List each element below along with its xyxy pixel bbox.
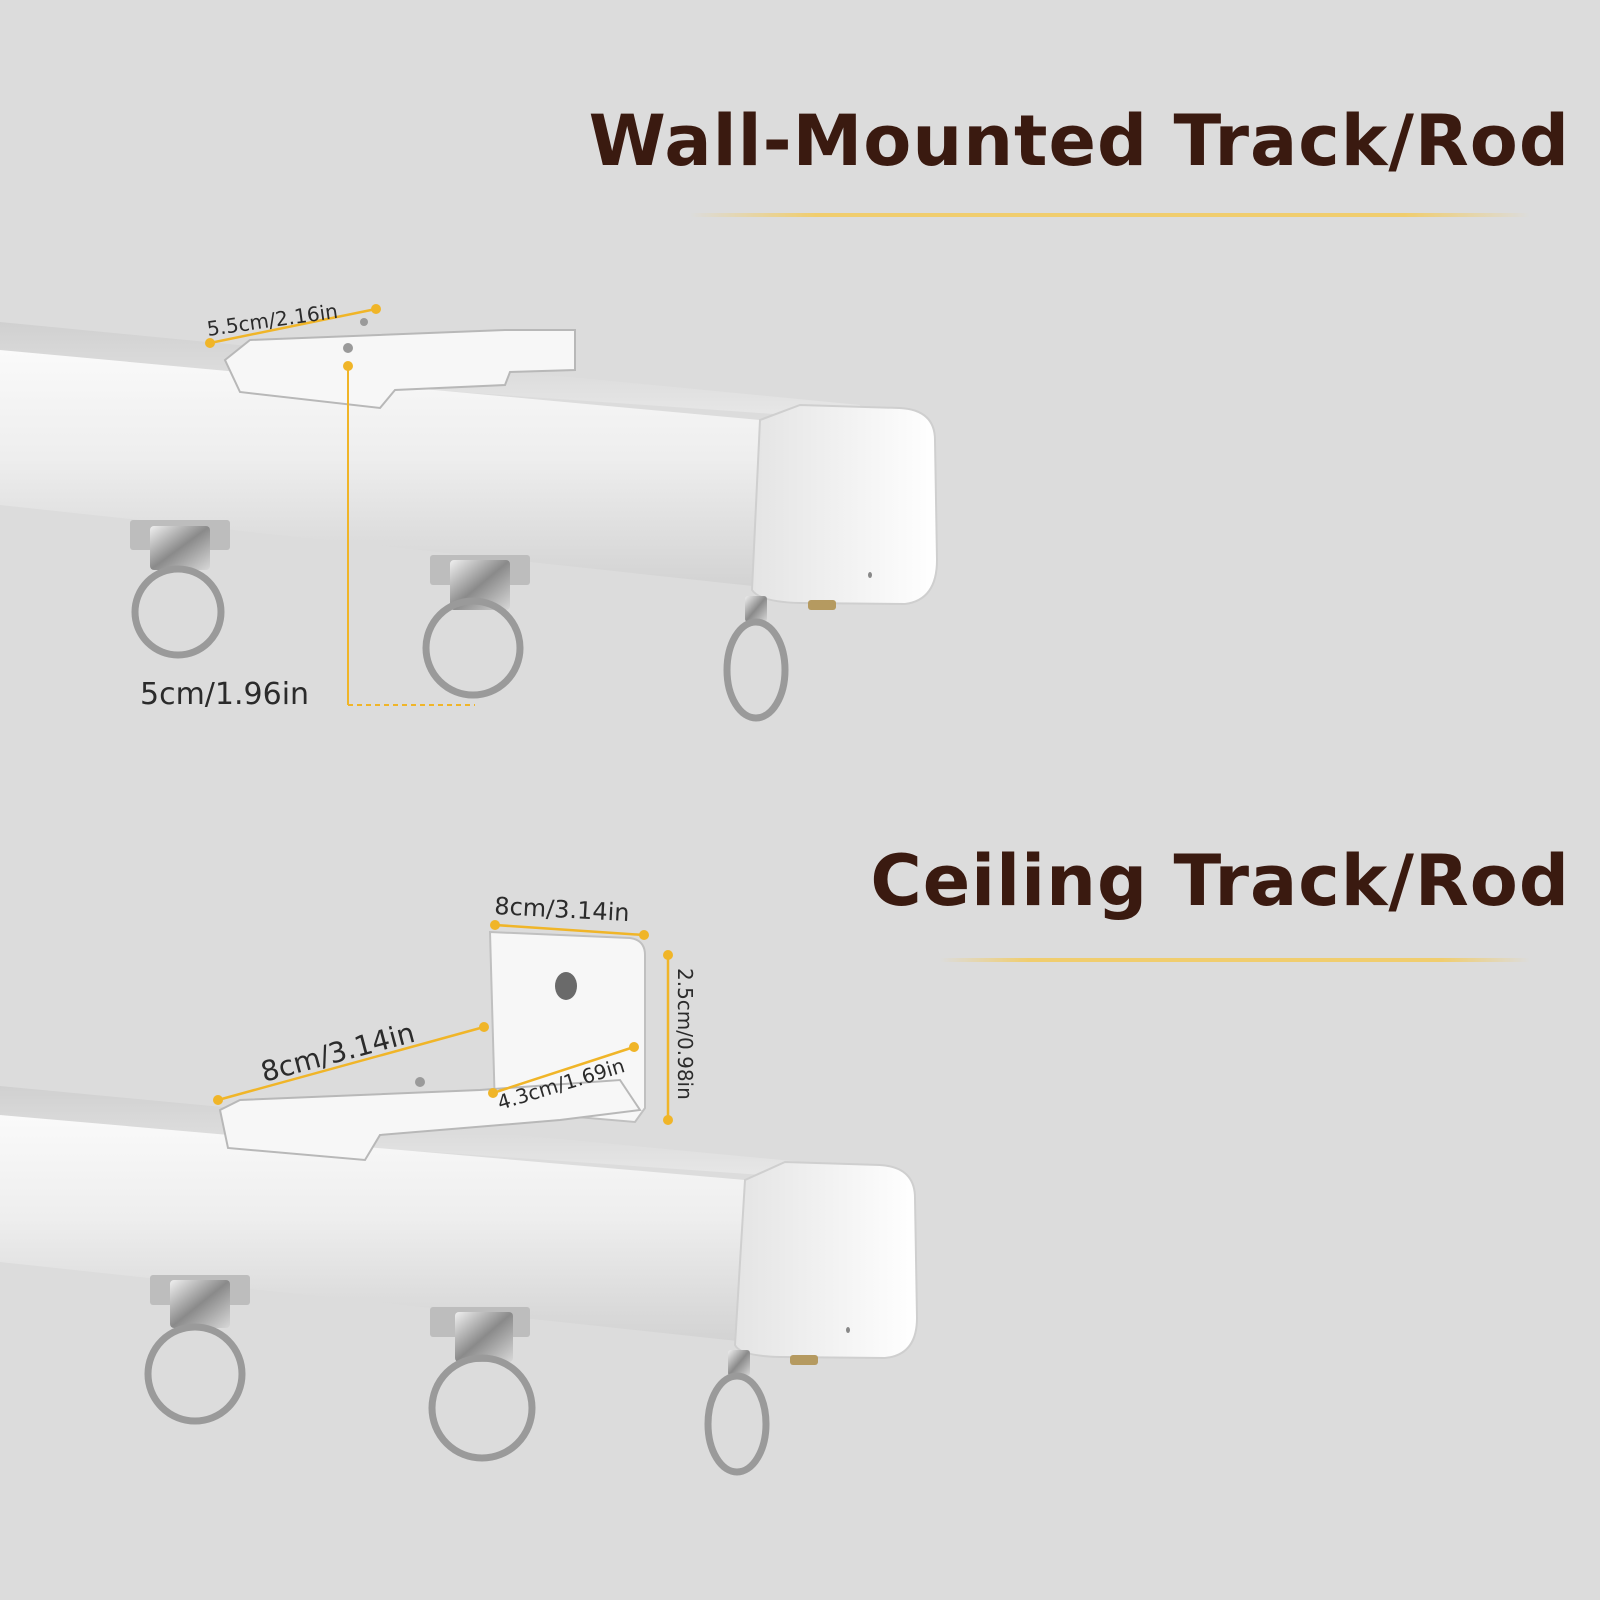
ceiling-base-width-dot-right xyxy=(479,1022,489,1032)
ceiling-bracket-vertical xyxy=(488,930,646,1124)
wall-ring-1 xyxy=(131,565,225,659)
ceiling-cap-dot xyxy=(846,1327,850,1333)
ceiling-runner-1 xyxy=(144,1275,250,1425)
ceiling-top-width-label: 8cm/3.14in xyxy=(494,892,631,927)
ceiling-bracket-base xyxy=(218,1078,642,1162)
ceiling-title-underline xyxy=(940,958,1530,962)
wall-cap-dot xyxy=(868,572,872,578)
ceiling-track: 8cm/3.14in 2.5cm/0.98in 8cm/3.14in 4.3cm… xyxy=(0,892,919,1476)
ceiling-top-width-line xyxy=(494,923,645,937)
wall-mounted-title: Wall-Mounted Track/Rod xyxy=(588,100,1570,182)
ceiling-bracket-base-hole xyxy=(415,1077,425,1087)
ceiling-depth-dot-right xyxy=(629,1042,639,1052)
wall-rail-body xyxy=(0,350,790,590)
wall-track: 5.5cm/2.16in 5cm/1.96in xyxy=(0,299,939,722)
wall-ring-3 xyxy=(723,618,789,722)
wall-height-dot xyxy=(343,361,353,371)
ceiling-ring-3 xyxy=(704,1372,770,1476)
wall-width-line xyxy=(209,307,377,345)
ceiling-rail-body xyxy=(0,1115,775,1345)
ceiling-end-cap xyxy=(733,1160,919,1360)
wall-title-underline xyxy=(690,213,1530,217)
ceiling-title: Ceiling Track/Rod xyxy=(870,840,1570,922)
ceiling-bracket-hole xyxy=(555,972,577,1000)
wall-width-dot-right xyxy=(371,304,381,314)
wall-ring-2 xyxy=(422,597,524,699)
ceiling-height-label: 2.5cm/0.98in xyxy=(673,968,697,1100)
ceiling-depth-line xyxy=(492,1045,635,1095)
ceiling-base-width-dot-left xyxy=(213,1095,223,1105)
ceiling-base-width-line xyxy=(217,1025,485,1102)
wall-height-label: 5cm/1.96in xyxy=(140,677,309,712)
wall-bracket-hole xyxy=(343,343,353,353)
ceiling-ring-2 xyxy=(428,1354,536,1462)
ceiling-ring-1 xyxy=(144,1323,246,1425)
ceiling-runner-2 xyxy=(428,1307,536,1462)
wall-runner-1 xyxy=(130,520,230,659)
wall-runner-2 xyxy=(422,555,530,699)
ceiling-rail-top xyxy=(0,1086,835,1180)
wall-runner-3 xyxy=(723,596,836,722)
ceiling-height-dot-top xyxy=(663,950,673,960)
wall-end-cap xyxy=(750,403,939,606)
wall-width-dot-left xyxy=(205,338,215,348)
ceiling-depth-dot-left xyxy=(488,1088,498,1098)
wall-width-label: 5.5cm/2.16in xyxy=(205,299,339,341)
wall-bracket-hole-2 xyxy=(360,318,368,326)
ceiling-height-dot-bottom xyxy=(663,1115,673,1125)
ceiling-runner-3 xyxy=(704,1350,818,1476)
ceiling-top-width-dot-right xyxy=(639,930,649,940)
ceiling-top-width-dot-left xyxy=(490,920,500,930)
wall-bracket xyxy=(223,329,576,410)
ceiling-base-width-label: 8cm/3.14in xyxy=(257,1016,418,1089)
